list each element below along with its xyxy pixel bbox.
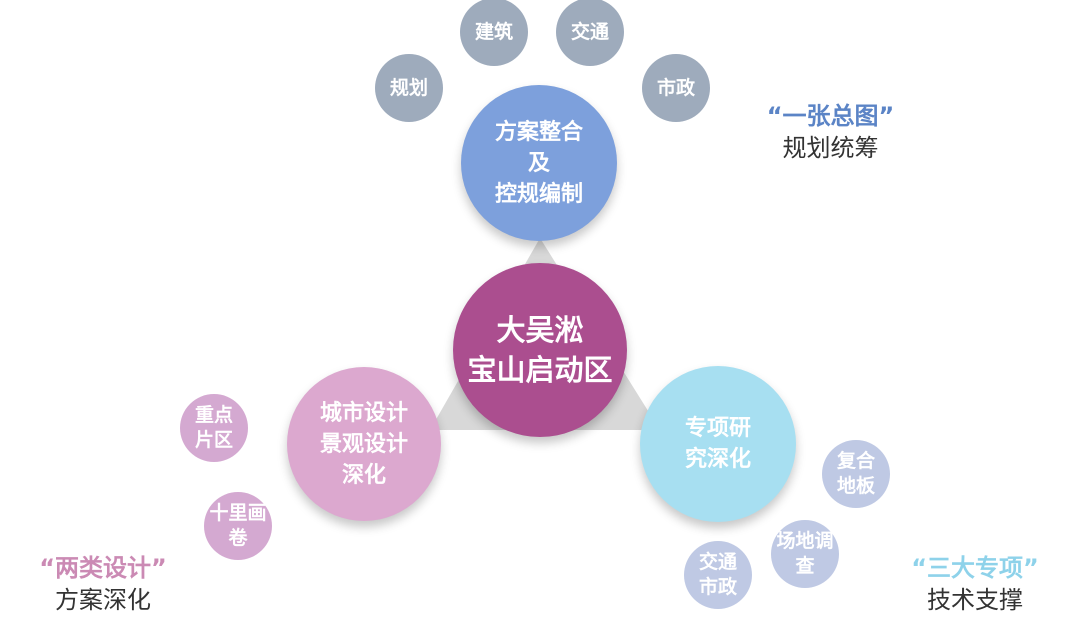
caption-right-quote: “三大专项” (911, 554, 1039, 582)
caption-top: “一张总图” 规划统筹 (748, 100, 913, 164)
caption-top-quote: “一张总图” (766, 102, 895, 130)
satellite-site-survey: 场地调 查 (771, 520, 839, 588)
satellite-composite-floor: 复合 地板 (822, 440, 890, 508)
caption-left-sub: 方案深化 (55, 586, 151, 614)
satellite-traffic-municipal: 交通 市政 (684, 541, 752, 609)
node-urban-design: 城市设计 景观设计 深化 (287, 367, 441, 521)
caption-top-sub: 规划统筹 (782, 134, 879, 162)
satellite-key-area: 重点 片区 (180, 394, 248, 462)
caption-right: “三大专项” 技术支撑 (890, 552, 1060, 616)
satellite-architecture: 建筑 (460, 0, 528, 66)
caption-left: “两类设计” 方案深化 (18, 552, 188, 616)
satellite-ten-mile-scroll: 十里画 卷 (204, 492, 272, 560)
node-plan-integration: 方案整合 及 控规编制 (461, 85, 617, 241)
satellite-planning: 规划 (375, 54, 443, 122)
caption-right-sub: 技术支撑 (927, 586, 1023, 614)
satellite-municipal: 市政 (642, 54, 710, 122)
satellite-traffic: 交通 (556, 0, 624, 66)
caption-left-quote: “两类设计” (39, 554, 167, 582)
node-special-research: 专项研 究深化 (640, 366, 796, 522)
node-center-wusong: 大吴淞 宝山启动区 (453, 263, 627, 437)
